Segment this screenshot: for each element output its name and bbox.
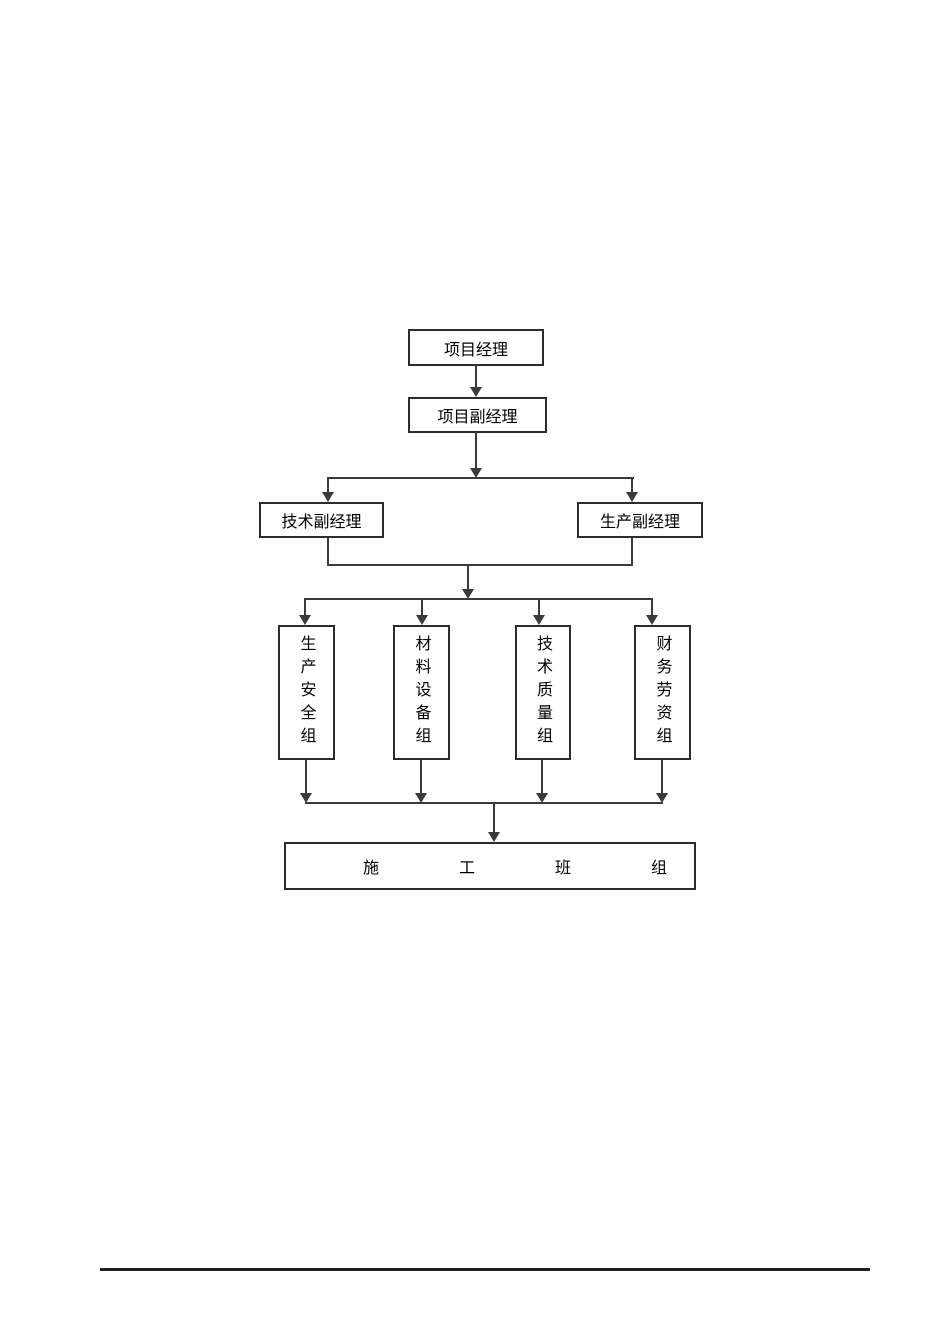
connector-split-left-drop — [327, 477, 329, 493]
footer-rule — [100, 1268, 870, 1271]
connector-group-drop-2 — [420, 760, 422, 793]
arrowhead-drop-2 — [415, 793, 427, 803]
arrowhead-groups-bar — [462, 589, 474, 599]
connector-dpm-stem — [475, 432, 477, 468]
arrowhead-drop-3 — [536, 793, 548, 803]
arrowhead-production-deputy — [626, 492, 638, 502]
connector-prod-down — [631, 538, 633, 566]
connector-merge-stem — [467, 564, 469, 590]
connector-collect-bar — [305, 802, 663, 804]
node-finance-labor-group: 财务劳资组 — [634, 625, 691, 760]
connector-branch-4 — [651, 598, 653, 616]
connector-pm-to-dpm — [475, 365, 477, 388]
node-label: 技术副经理 — [281, 512, 362, 531]
node-material-equipment-group: 材料设备组 — [393, 625, 450, 760]
node-deputy-project-manager: 项目副经理 — [408, 397, 547, 433]
arrowhead-group-2 — [416, 615, 428, 625]
arrowhead-group-4 — [646, 615, 658, 625]
connector-group-drop-1 — [305, 760, 307, 793]
connector-split-bar — [327, 477, 634, 479]
arrowhead-dpm-split — [470, 468, 482, 478]
node-label: 施工班组 — [362, 858, 747, 877]
connector-merge-bar — [327, 564, 633, 566]
node-label: 生产安全组 — [297, 635, 317, 750]
connector-group-drop-4 — [661, 760, 663, 793]
node-technical-deputy-manager: 技术副经理 — [259, 502, 384, 538]
connector-groups-bar — [304, 598, 653, 600]
connector-branch-2 — [421, 598, 423, 616]
node-label: 项目副经理 — [437, 407, 518, 426]
connector-tech-down — [327, 538, 329, 566]
node-label: 生产副经理 — [599, 512, 680, 531]
arrowhead-team — [488, 832, 500, 842]
node-construction-team: 施工班组 — [284, 842, 696, 890]
arrowhead-group-1 — [299, 615, 311, 625]
connector-group-drop-3 — [541, 760, 543, 793]
arrowhead-drop-1 — [300, 793, 312, 803]
node-project-manager: 项目经理 — [408, 329, 544, 366]
node-production-safety-group: 生产安全组 — [278, 625, 335, 760]
connector-branch-3 — [538, 598, 540, 616]
node-label: 技术质量组 — [534, 635, 553, 750]
node-production-deputy-manager: 生产副经理 — [577, 502, 703, 538]
arrowhead-group-3 — [533, 615, 545, 625]
node-label: 财务劳资组 — [653, 635, 673, 750]
connector-team-stem — [493, 802, 495, 833]
node-label: 材料设备组 — [412, 635, 432, 750]
arrowhead-pm-to-dpm — [470, 387, 482, 397]
node-label: 项目经理 — [443, 339, 508, 359]
connector-branch-1 — [304, 598, 306, 616]
connector-split-right-drop — [631, 477, 633, 493]
node-technical-quality-group: 技术质量组 — [515, 625, 571, 760]
arrowhead-technical-deputy — [322, 492, 334, 502]
arrowhead-drop-4 — [656, 793, 668, 803]
